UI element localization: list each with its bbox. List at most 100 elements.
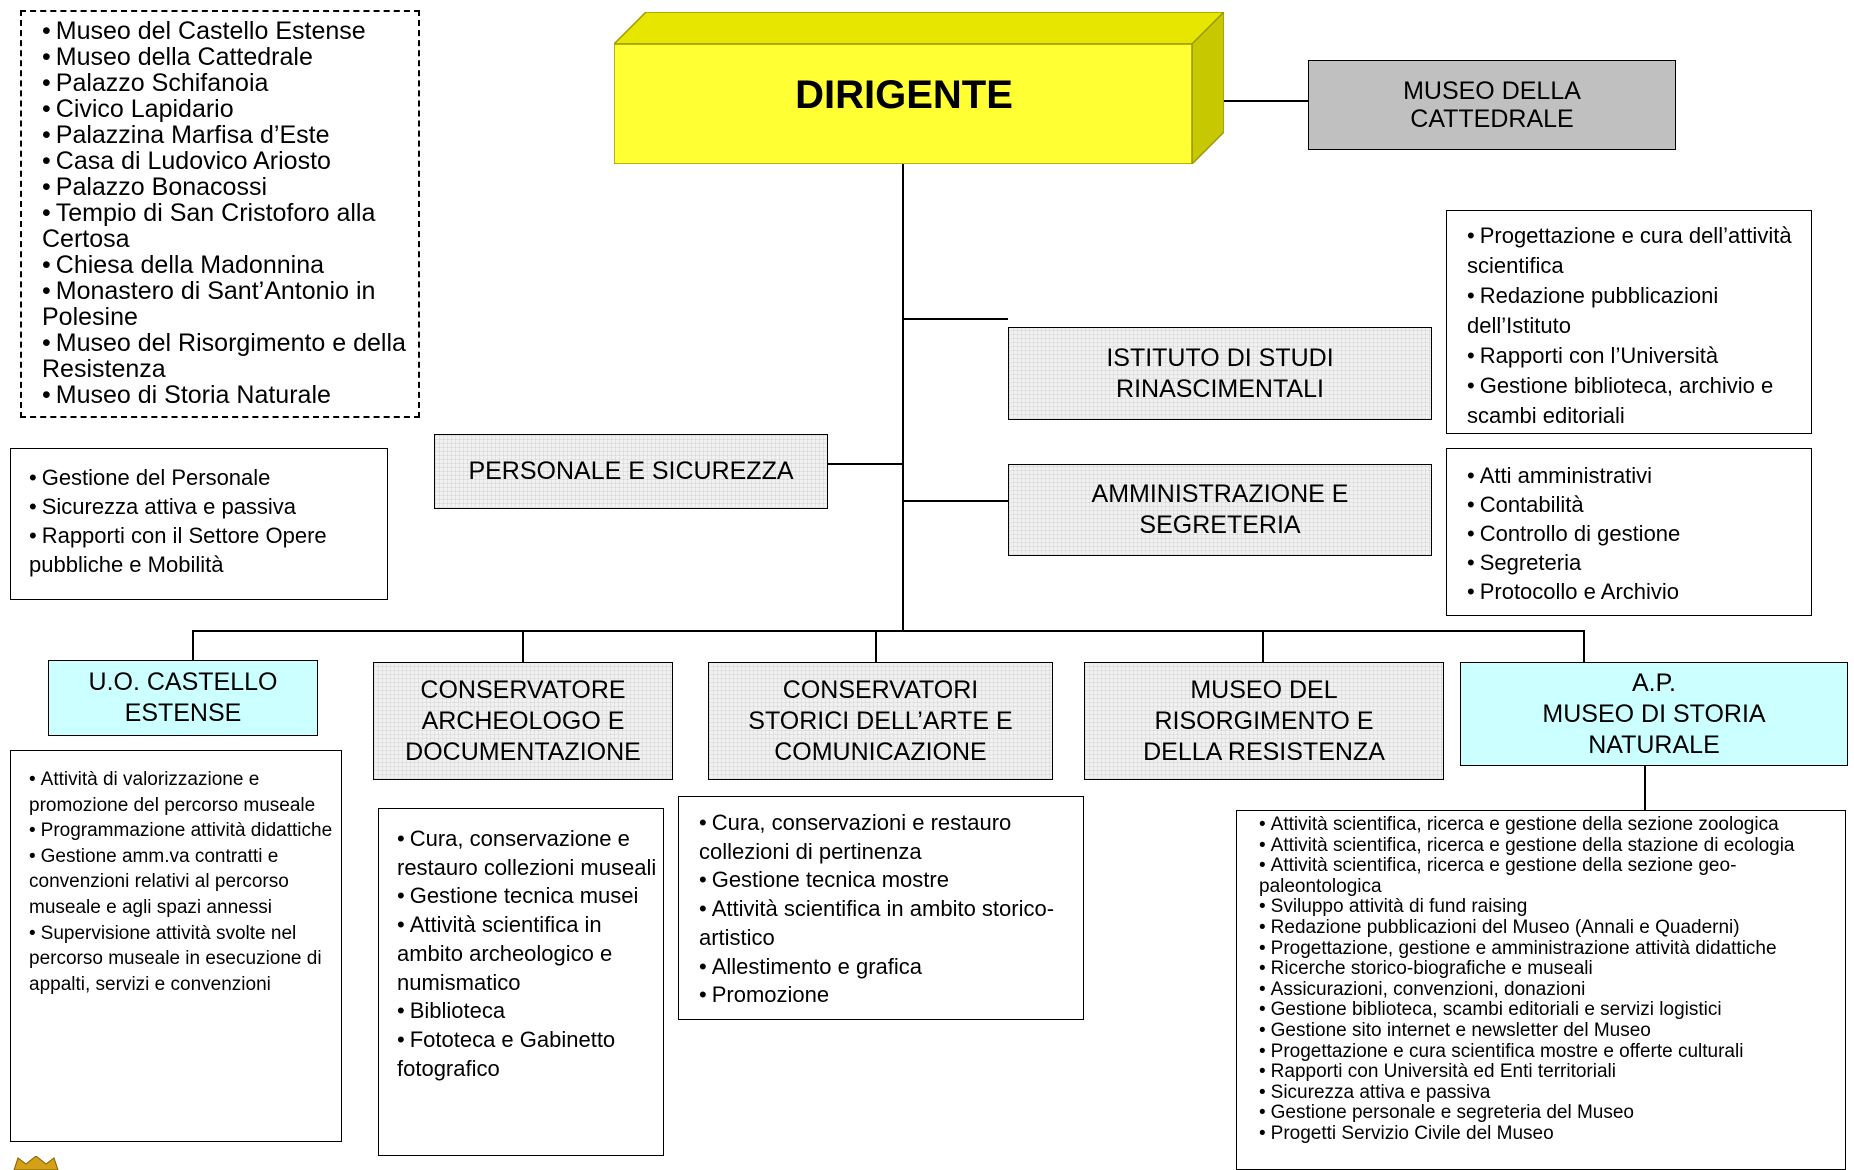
amministrazione-task-item: Contabilità: [1467, 490, 1803, 519]
amministrazione-task-item: Atti amministrativi: [1467, 461, 1803, 490]
personale-label: PERSONALE E SICUREZZA: [468, 457, 794, 485]
storia-naturale-task-item: Rapporti con Università ed Enti territor…: [1259, 1062, 1843, 1083]
archeologo-task-item: Fototeca e Gabinetto fotografico: [397, 1026, 657, 1083]
line-drop-storici: [875, 630, 877, 662]
storici-task-item: Cura, conservazioni e restauro collezion…: [699, 809, 1077, 866]
istituto-box: ISTITUTO DI STUDI RINASCIMENTALI: [1008, 327, 1432, 420]
castello-tasks-box: Attività di valorizzazione e promozione …: [10, 750, 342, 1142]
castello-task-item: Gestione amm.va contratti e convenzioni …: [29, 844, 335, 921]
castello-task-item: Programmazione attività didattiche: [29, 818, 335, 844]
storia-naturale-task-item: Attività scientifica, ricerca e gestione…: [1259, 814, 1843, 836]
museum-item: Palazzo Bonacossi: [42, 174, 408, 200]
archeologo-tasks-list: Cura, conservazione e restauro collezion…: [397, 825, 657, 1083]
museum-item: Museo di Storia Naturale: [42, 382, 408, 408]
museum-item: Museo del Castello Estense: [42, 18, 408, 44]
line-to-personale: [828, 463, 904, 465]
archeologo-task-item: Gestione tecnica musei: [397, 882, 657, 911]
amministrazione-task-item: Controllo di gestione: [1467, 519, 1803, 548]
storia-naturale-tasks-list: Attività scientifica, ricerca e gestione…: [1259, 814, 1843, 1145]
amministrazione-label: AMMINISTRAZIONE E SEGRETERIA: [1091, 480, 1349, 539]
storia-naturale-task-item: Gestione personale e segreteria del Muse…: [1259, 1103, 1843, 1124]
museo-cattedrale-box: MUSEO DELLA CATTEDRALE: [1308, 60, 1676, 150]
amministrazione-tasks-list: Atti amministrativiContabilitàControllo …: [1467, 461, 1803, 606]
storia-naturale-task-item: Progettazione, gestione e amministrazion…: [1259, 938, 1843, 960]
storici-task-item: Attività scientifica in ambito storico-a…: [699, 895, 1077, 952]
dirigente-title: DIRIGENTE: [795, 73, 1013, 117]
museo-cattedrale-label: MUSEO DELLA CATTEDRALE: [1403, 77, 1581, 133]
amministrazione-task-item: Protocollo e Archivio: [1467, 577, 1803, 606]
unit-storia-naturale-label: A.P. MUSEO DI STORIA NATURALE: [1542, 668, 1766, 759]
museum-item: Museo della Cattedrale: [42, 44, 408, 70]
museum-item: Museo del Risorgimento e della Resistenz…: [42, 330, 408, 382]
istituto-task-item: Gestione biblioteca, archivio e scambi e…: [1467, 371, 1803, 431]
line-to-cattedrale: [1224, 100, 1308, 102]
line-to-amministrazione: [902, 500, 1008, 502]
museum-item: Casa di Ludovico Ariosto: [42, 148, 408, 174]
personale-tasks-box: Gestione del PersonaleSicurezza attiva e…: [10, 448, 388, 600]
storia-naturale-task-item: Attività scientifica, ricerca e gestione…: [1259, 855, 1843, 897]
storia-naturale-task-item: Redazione pubblicazioni del Museo (Annal…: [1259, 917, 1843, 939]
istituto-label: ISTITUTO DI STUDI RINASCIMENTALI: [1106, 343, 1334, 403]
castello-tasks-list: Attività di valorizzazione e promozione …: [29, 767, 335, 997]
storia-naturale-tasks-box: Attività scientifica, ricerca e gestione…: [1236, 810, 1846, 1170]
istituto-task-item: Rapporti con l’Università: [1467, 341, 1803, 371]
unit-museo-risorgimento: MUSEO DEL RISORGIMENTO E DELLA RESISTENZ…: [1084, 662, 1444, 780]
unit-museo-risorgimento-label: MUSEO DEL RISORGIMENTO E DELLA RESISTENZ…: [1143, 675, 1385, 766]
museums-list: Museo del Castello EstenseMuseo della Ca…: [42, 18, 408, 408]
castello-task-item: Attività di valorizzazione e promozione …: [29, 767, 335, 818]
storici-tasks-box: Cura, conservazioni e restauro collezion…: [678, 796, 1084, 1020]
archeologo-task-item: Biblioteca: [397, 997, 657, 1026]
storia-naturale-task-item: Sicurezza attiva e passiva: [1259, 1082, 1843, 1104]
storici-tasks-list: Cura, conservazioni e restauro collezion…: [699, 809, 1077, 1010]
line-drop-storia-naturale: [1583, 630, 1585, 662]
castello-task-item: Supervisione attività svolte nel percors…: [29, 921, 335, 998]
line-drop-castello: [192, 630, 194, 662]
crest-icon: [13, 1156, 59, 1170]
storia-naturale-task-item: Sviluppo attività di fund raising: [1259, 897, 1843, 918]
storici-task-item: Promozione: [699, 981, 1077, 1010]
storia-naturale-task-item: Gestione biblioteca, scambi editoriali e…: [1259, 1000, 1843, 1021]
line-dirigente-down: [902, 164, 904, 630]
line-drop-risorgimento: [1262, 630, 1264, 662]
archeologo-task-item: Cura, conservazione e restauro collezion…: [397, 825, 657, 882]
line-horizontal-bus: [192, 630, 1584, 632]
amministrazione-box: AMMINISTRAZIONE E SEGRETERIA: [1008, 464, 1432, 556]
museums-list-box: Museo del Castello EstenseMuseo della Ca…: [20, 10, 420, 418]
unit-castello-estense: U.O. CASTELLO ESTENSE: [48, 660, 318, 736]
museum-item: Chiesa della Madonnina: [42, 252, 408, 278]
personale-task-item: Gestione del Personale: [29, 463, 379, 492]
istituto-tasks-box: Progettazione e cura dell’attività scien…: [1446, 210, 1812, 434]
line-drop-archeologo: [522, 630, 524, 662]
amministrazione-task-item: Segreteria: [1467, 548, 1803, 577]
unit-conservatori-storici-label: CONSERVATORI STORICI DELL’ARTE E COMUNIC…: [748, 675, 1013, 766]
museum-item: Palazzo Schifanoia: [42, 70, 408, 96]
unit-storia-naturale: A.P. MUSEO DI STORIA NATURALE: [1460, 662, 1848, 766]
storia-naturale-task-item: Attività scientifica, ricerca e gestione…: [1259, 835, 1843, 857]
amministrazione-tasks-box: Atti amministrativiContabilitàControllo …: [1446, 448, 1812, 616]
storia-naturale-task-item: Gestione sito internet e newsletter del …: [1259, 1020, 1843, 1042]
istituto-task-item: Progettazione e cura dell’attività scien…: [1467, 221, 1803, 281]
storia-naturale-task-item: Assicurazioni, convenzioni, donazioni: [1259, 979, 1843, 1001]
personale-task-item: Sicurezza attiva e passiva: [29, 492, 379, 521]
archeologo-task-item: Attività scientifica in ambito archeolog…: [397, 911, 657, 997]
unit-conservatore-archeologo: CONSERVATORE ARCHEOLOGO E DOCUMENTAZIONE: [373, 662, 673, 780]
museum-item: Palazzina Marfisa d’Este: [42, 122, 408, 148]
storia-naturale-task-item: Ricerche storico-biografiche e museali: [1259, 959, 1843, 980]
archeologo-tasks-box: Cura, conservazione e restauro collezion…: [378, 808, 664, 1156]
museum-item: Monastero di Sant’Antonio in Polesine: [42, 278, 408, 330]
unit-conservatore-archeologo-label: CONSERVATORE ARCHEOLOGO E DOCUMENTAZIONE: [405, 675, 641, 766]
istituto-task-item: Redazione pubblicazioni dell’Istituto: [1467, 281, 1803, 341]
personale-task-item: Rapporti con il Settore Opere pubbliche …: [29, 521, 379, 579]
personale-tasks-list: Gestione del PersonaleSicurezza attiva e…: [29, 463, 379, 579]
storia-naturale-task-item: Progettazione e cura scientifica mostre …: [1259, 1041, 1843, 1063]
unit-castello-estense-label: U.O. CASTELLO ESTENSE: [88, 668, 278, 727]
unit-conservatori-storici: CONSERVATORI STORICI DELL’ARTE E COMUNIC…: [708, 662, 1053, 780]
line-to-istituto: [902, 318, 1008, 320]
personale-box: PERSONALE E SICUREZZA: [434, 434, 828, 509]
dirigente-box: DIRIGENTE: [614, 12, 1224, 164]
storici-task-item: Gestione tecnica mostre: [699, 866, 1077, 895]
storici-task-item: Allestimento e grafica: [699, 953, 1077, 982]
museum-item: Civico Lapidario: [42, 96, 408, 122]
storia-naturale-task-item: Progetti Servizio Civile del Museo: [1259, 1123, 1843, 1145]
istituto-tasks-list: Progettazione e cura dell’attività scien…: [1467, 221, 1803, 431]
